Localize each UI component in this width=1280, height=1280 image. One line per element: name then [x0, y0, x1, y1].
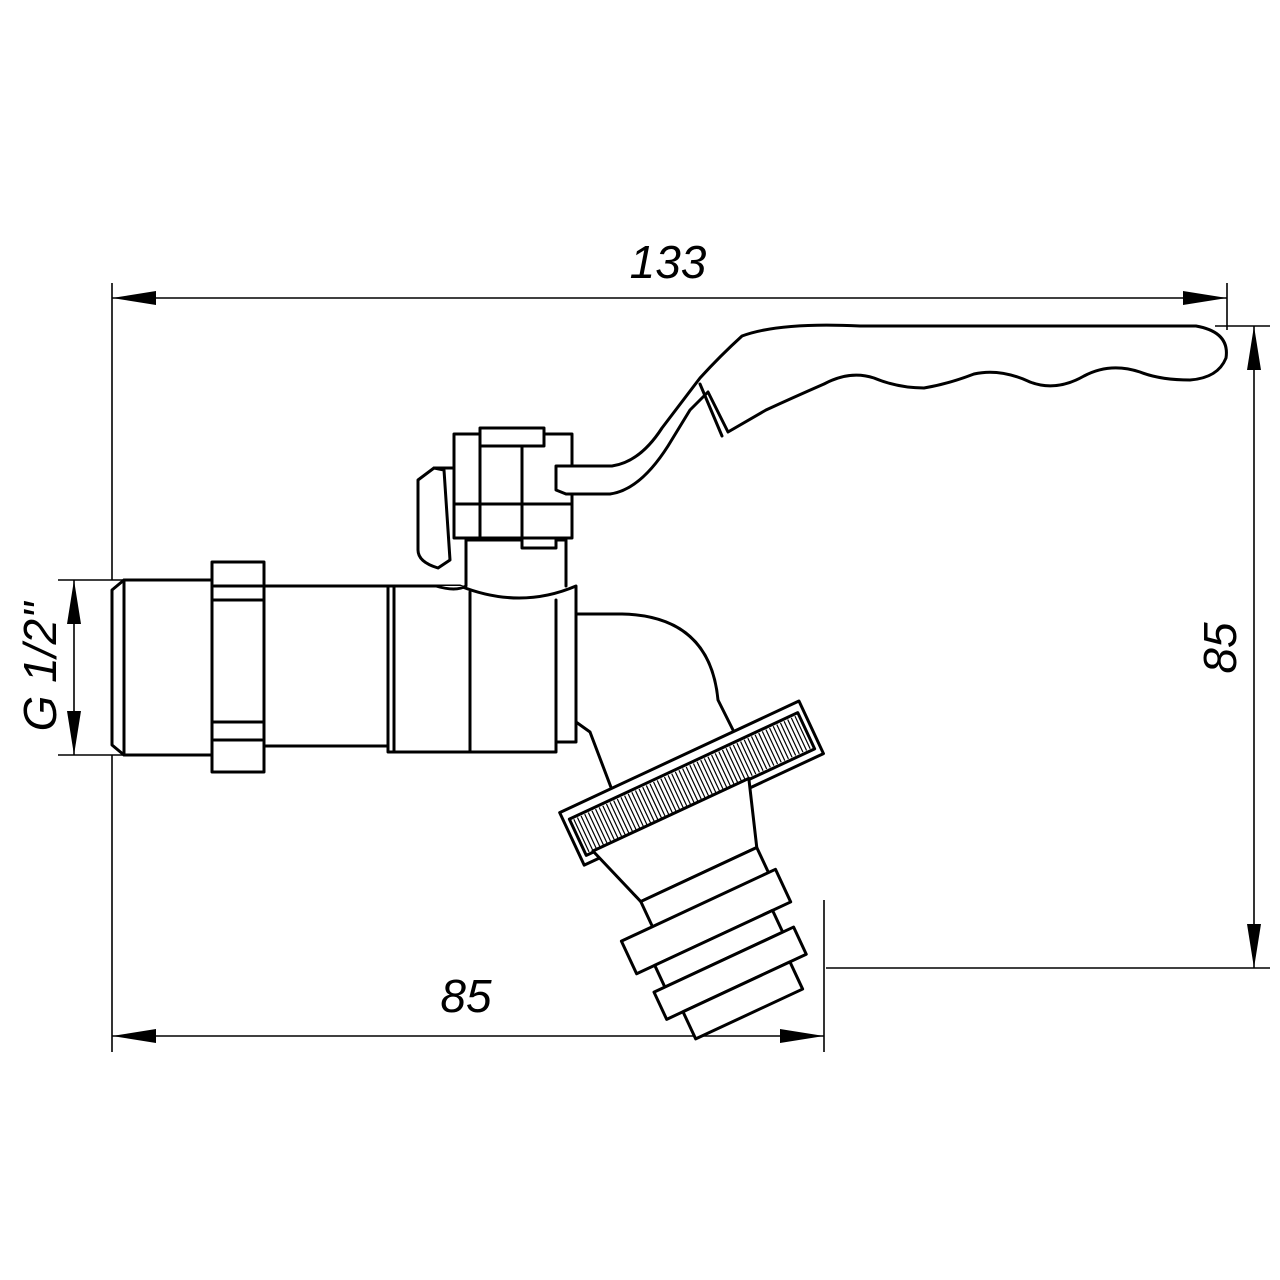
knurl-line — [740, 741, 757, 775]
knurl-line — [653, 781, 670, 815]
knurl-line — [605, 803, 623, 837]
arrow-bottom-85 — [1247, 924, 1261, 968]
knurl-line — [761, 731, 779, 765]
stem-housing — [434, 538, 568, 591]
knurl-line — [663, 776, 681, 810]
knurl-line — [721, 749, 739, 783]
knurl-line — [772, 726, 789, 760]
knurl-line — [645, 785, 663, 819]
knurl-line — [689, 764, 706, 799]
knurl-line — [794, 715, 811, 750]
knurl-line — [732, 744, 750, 778]
valve-main-body — [386, 584, 578, 754]
dimension-label-thread: G 1/2" — [14, 600, 66, 732]
knurl-line — [776, 724, 793, 758]
arrow-right-133 — [1183, 291, 1227, 305]
arrow-top-thread — [67, 580, 81, 624]
knurl-line — [736, 742, 753, 777]
knurl-line — [765, 729, 782, 763]
knurl-line — [627, 793, 644, 827]
knurl-line — [729, 746, 746, 780]
arrow-right-85 — [780, 1029, 824, 1043]
knurl-line — [711, 754, 728, 788]
knurl-line — [707, 756, 724, 790]
arrow-top-85 — [1247, 326, 1261, 370]
knurl-line — [750, 736, 768, 770]
knurl-pattern — [573, 715, 811, 853]
body-neck — [262, 584, 390, 748]
knurl-line — [660, 778, 677, 812]
knurl-line — [787, 719, 804, 753]
knurl-line — [725, 747, 742, 782]
hose-connector — [558, 699, 825, 1041]
valve-body — [110, 538, 736, 792]
knurl-line — [718, 751, 735, 785]
knurl-line — [616, 798, 634, 832]
knurl-line — [667, 775, 684, 809]
stem-cap — [478, 426, 546, 448]
knurl-line — [656, 780, 673, 814]
knurl-line — [743, 739, 760, 773]
stem-nut — [452, 432, 574, 540]
knurl-line — [714, 753, 731, 787]
knurl-line — [591, 810, 608, 844]
lever-bracket — [416, 466, 452, 570]
knurl-line — [779, 722, 797, 756]
knurl-line — [602, 805, 619, 839]
arrow-bottom-thread — [67, 711, 81, 755]
knurl-line — [613, 800, 630, 834]
knurl-line — [587, 812, 605, 846]
stem-assembly — [416, 323, 1228, 570]
knurl-line — [573, 818, 590, 853]
knurl-line — [692, 763, 710, 797]
knurl-line — [747, 737, 764, 771]
dimension-label-85-horizontal: 85 — [440, 970, 492, 1022]
knurl-line — [598, 807, 615, 841]
knurl-line — [685, 766, 702, 800]
knurl-line — [609, 802, 626, 836]
knurl-line — [576, 817, 594, 851]
lever-handle — [554, 323, 1228, 496]
knurl-line — [783, 720, 800, 755]
knurl-line — [700, 759, 717, 793]
knurl-line — [758, 732, 775, 766]
knurl-line — [584, 813, 601, 848]
knurl-line — [642, 786, 659, 821]
knurl-line — [678, 769, 695, 804]
dimension-label-85-vertical: 85 — [1194, 622, 1246, 674]
knurl-line — [682, 768, 699, 802]
knurl-line — [674, 771, 692, 805]
knurl-line — [754, 734, 771, 768]
knurl-line — [769, 727, 786, 761]
knurl-line — [580, 815, 597, 849]
knurl-line — [631, 791, 648, 826]
knurl-line — [671, 773, 688, 807]
arrow-left-133 — [112, 291, 156, 305]
knurl-line — [634, 790, 652, 824]
knurl-line — [696, 761, 713, 795]
knurl-line — [595, 808, 612, 842]
dimension-label-133: 133 — [630, 236, 707, 288]
knurl-line — [638, 788, 655, 822]
threaded-inlet — [110, 578, 214, 757]
nipple-tip — [681, 960, 805, 1041]
knurl-line — [620, 797, 637, 831]
arrow-left-85 — [112, 1029, 156, 1043]
dimension-lines — [58, 283, 1270, 1052]
knurl-line — [624, 795, 641, 829]
knurl-line — [649, 783, 666, 817]
knurl-line — [790, 717, 808, 751]
knurl-line — [703, 758, 721, 792]
